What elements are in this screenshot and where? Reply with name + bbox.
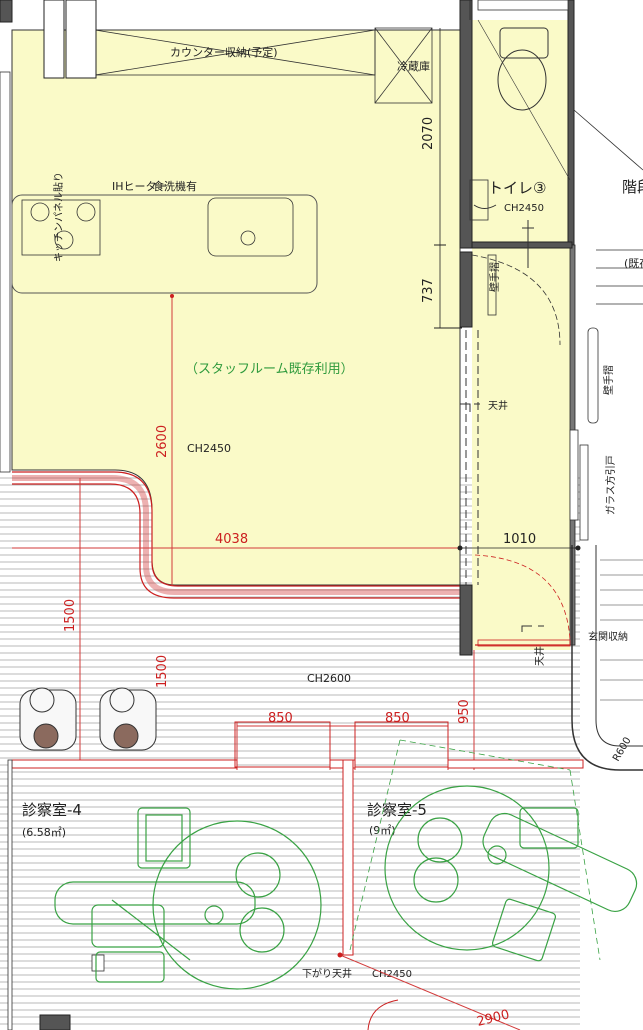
dental-unit-room4 [54,807,322,990]
dim-4038-label: 4038 [215,532,248,547]
lowered-ceiling-label: 下がり天井 [302,967,352,980]
staff-room-boundary [12,475,460,595]
dim-1500b-label: 1500 [155,655,170,688]
exam-room-walls [7,721,584,1030]
toilet-door-swing [471,254,561,346]
ceiling-marker-1 [459,403,480,412]
dimension-2600 [170,294,174,586]
room4-name: 診察室-4 [22,801,82,819]
wall-handrail-label-2: 壁手摺 [602,365,615,395]
right-curved-wall [571,545,643,771]
dimension-737 [434,245,462,329]
toilet-fixture [469,19,571,221]
dim-737-label: 737 [421,278,436,303]
stairs [573,109,643,424]
hall-area [472,245,570,650]
ceiling-label-1: 天井 [488,399,508,412]
lowered-ceiling-height: CH2450 [372,969,412,980]
counter-storage-label: カウンター収納(予定) [170,45,278,59]
dim-1010-label: 1010 [503,532,536,547]
kitchen-counter [11,194,318,294]
glass-sliding-door [569,429,589,541]
glass-door-label: ガラス方引戸 [604,455,617,515]
toilet-ceiling-height: CH2450 [504,203,544,214]
dim-2600-label: 2600 [155,425,170,458]
entrance-door [474,554,571,647]
dental-unit-room5 [349,739,638,962]
dim-1500a-label: 1500 [63,599,78,632]
staff-room-label: （スタッフルーム既存利用） [185,362,354,377]
dimension-2900 [337,952,521,1030]
entrance-storage-label: 玄関収納 [588,630,628,643]
staff-ceiling-height: CH2450 [187,442,231,455]
waiting-chair-2 [99,687,157,751]
dim-850b-label: 850 [385,711,410,726]
dim-2070-label: 2070 [421,117,436,150]
wall-handrail-label-1: 壁手摺 [488,262,501,292]
fridge [374,27,433,104]
stairs-label: 階段 [622,178,643,196]
dim-2900-label: 2900 [475,1007,511,1030]
stairs-existing-label: (既存 [624,256,643,270]
kitchen-panel-label: キッチンパネル貼り [52,172,65,262]
dim-950-label: 950 [457,699,472,724]
room5-name: 診察室-5 [367,801,427,819]
dimension-1010 [460,545,581,551]
room4-area: (6.58㎡) [22,826,66,839]
dim-850a-label: 850 [268,711,293,726]
ceiling-label-2: 天井 [533,646,546,666]
toilet-label: トイレ③ [488,179,546,197]
waiting-chair-1 [19,687,77,751]
corridor-ceiling-height: CH2600 [307,672,351,685]
ih-heater-label: IHヒーター [112,180,168,193]
fridge-label: 冷蔵庫 [397,59,430,73]
room5-area: (9㎡) [369,824,396,837]
dishwasher-label: 食洗機有 [153,179,197,193]
